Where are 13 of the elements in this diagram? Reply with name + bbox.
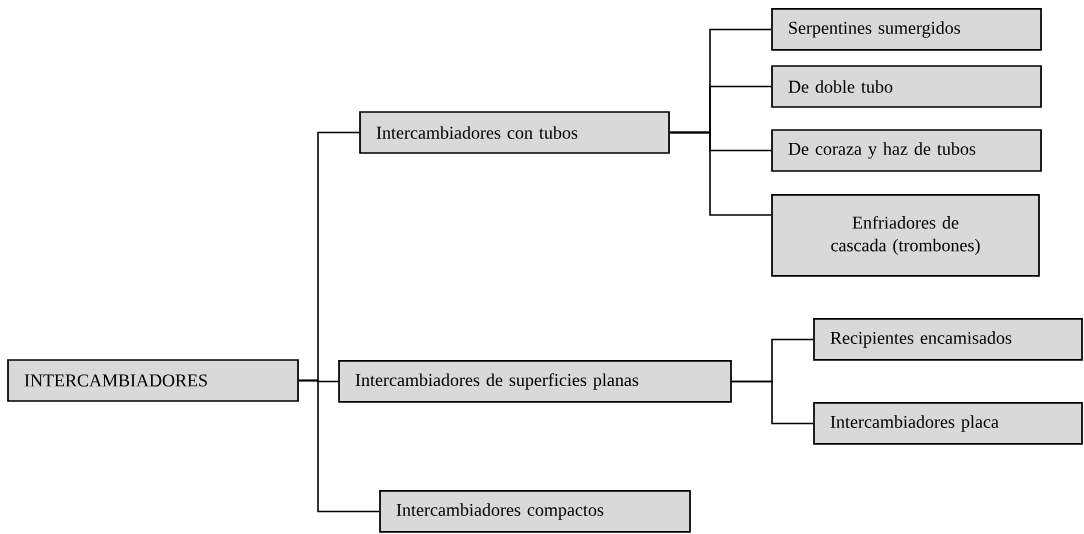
category-box: Intercambiadores compactos bbox=[379, 490, 691, 533]
category-box: Intercambiadores con tubos bbox=[359, 111, 670, 154]
category-box: Enfriadores de cascada (trombones) bbox=[771, 194, 1040, 277]
category-box: Intercambiadores placa bbox=[813, 402, 1083, 445]
connector-line bbox=[731, 380, 814, 425]
category-box: Intercambiadores de superficies planas bbox=[338, 360, 732, 403]
category-box: De doble tubo bbox=[771, 65, 1042, 108]
category-box: De coraza y haz de tubos bbox=[771, 129, 1042, 172]
category-box: Recipientes encamisados bbox=[813, 318, 1083, 361]
category-box: Serpentines sumergidos bbox=[771, 8, 1042, 51]
connector-line bbox=[669, 131, 772, 216]
connector-line bbox=[298, 379, 380, 513]
category-box: INTERCAMBIADORES bbox=[7, 359, 299, 402]
